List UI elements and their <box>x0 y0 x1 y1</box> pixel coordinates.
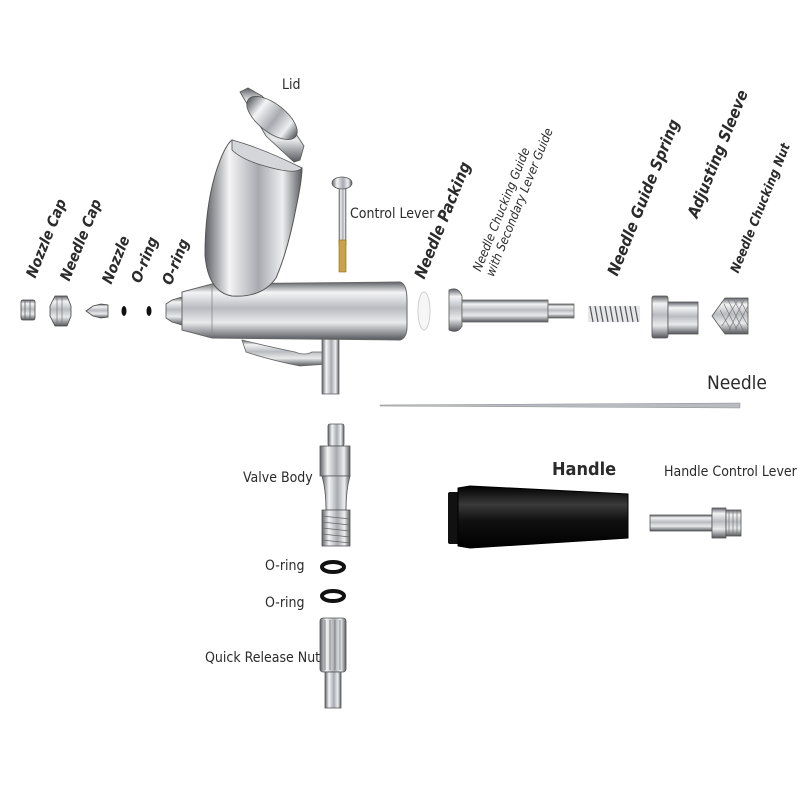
label-o-ring-3: O-ring <box>265 558 305 574</box>
lid-part <box>239 87 305 163</box>
nozzle-cap-part <box>20 299 36 321</box>
label-valve-body: Valve Body <box>243 470 313 486</box>
label-handle-control-lever: Handle Control Lever <box>664 464 797 480</box>
adjusting-sleeve-part <box>651 295 699 339</box>
o-ring-valve-1 <box>320 560 346 574</box>
control-lever-part <box>331 176 353 273</box>
handle-control-lever-part <box>649 507 742 539</box>
needle-part <box>379 402 741 409</box>
valve-body-part <box>319 423 351 547</box>
handle-part <box>448 485 629 549</box>
airbrush-body-part <box>165 139 408 395</box>
needle-chucking-nut-part <box>711 297 749 335</box>
label-o-ring-4: O-ring <box>265 595 305 611</box>
label-control-lever: Control Lever <box>350 206 435 222</box>
label-lid: Lid <box>282 77 301 93</box>
o-ring-small-1 <box>121 306 127 316</box>
needle-chucking-guide-part <box>448 288 575 332</box>
label-handle: Handle <box>552 459 617 480</box>
needle-guide-spring-part <box>588 305 640 323</box>
label-quick-release-nut: Quick Release Nut <box>205 650 321 666</box>
o-ring-small-2 <box>146 306 152 316</box>
quick-release-nut-part <box>319 617 347 709</box>
nozzle-part <box>85 303 109 319</box>
label-needle: Needle <box>707 372 767 394</box>
o-ring-valve-2 <box>320 589 346 603</box>
needle-cap-part <box>49 295 72 327</box>
needle-packing-part <box>417 291 431 331</box>
